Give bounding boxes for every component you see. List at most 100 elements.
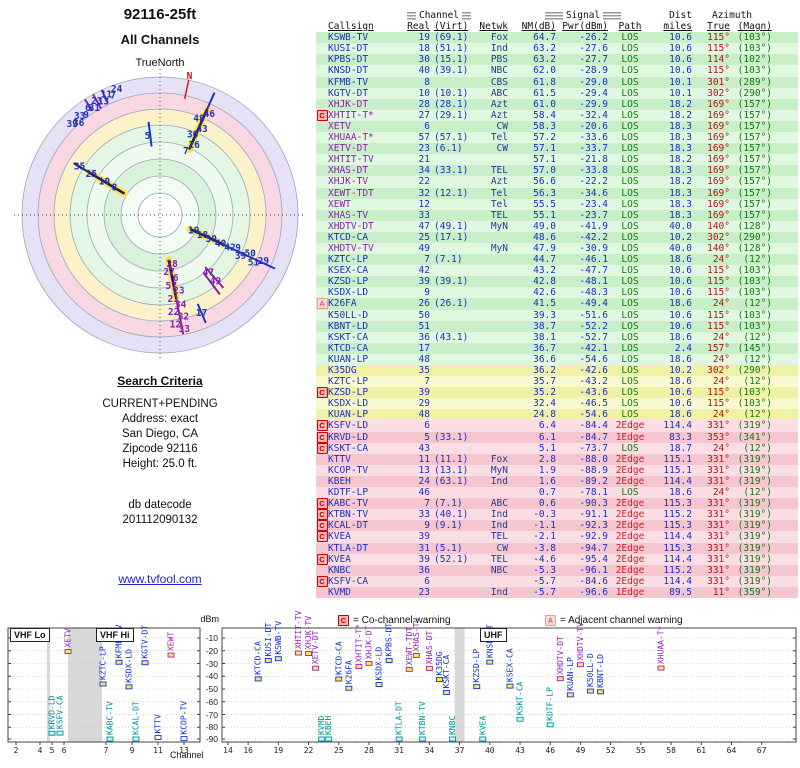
power: -21.8 — [579, 154, 608, 166]
radar-channel-label: 46 — [204, 109, 216, 120]
virtual-channel: (43.1) — [434, 331, 469, 343]
row-marker — [316, 254, 328, 265]
real-channel: 50 — [418, 309, 430, 321]
path: LOS — [621, 98, 639, 110]
distance: 114.4 — [663, 475, 692, 487]
radar-channel-label: 19 — [188, 226, 200, 237]
co-channel-marker: C — [316, 553, 328, 565]
path: LOS — [621, 342, 639, 354]
distance: 10.6 — [669, 387, 692, 399]
row-marker — [316, 154, 328, 165]
noise-margin: 6.1 — [538, 431, 556, 443]
network: Ind — [490, 586, 508, 598]
station-label: XHDTV-DT — [556, 636, 565, 675]
noise-margin: 63.2 — [533, 54, 556, 66]
callsign: KSKT-CA — [328, 331, 369, 343]
radar-channel-label: 30 — [206, 234, 218, 245]
co-channel-marker: C — [316, 431, 328, 443]
dbm-tick-label: -10 — [205, 633, 218, 643]
real-channel: 40 — [418, 65, 430, 77]
row-marker — [316, 565, 328, 576]
row-marker — [316, 77, 328, 88]
azimuth-magnetic: (103°) — [737, 43, 772, 55]
network: TEL — [490, 209, 508, 221]
callsign: KNSD-DT — [328, 65, 369, 77]
distance: 10.2 — [669, 365, 692, 376]
radar-channel-label: 23 — [91, 96, 103, 107]
virtual-channel — [430, 354, 474, 365]
callsign: KSWB-TV — [328, 32, 369, 44]
path: 2Edge — [615, 575, 645, 587]
azimuth-true: 331° — [707, 542, 730, 554]
network — [474, 154, 514, 165]
radar-channel-label: 11 — [101, 90, 113, 101]
network: Ind — [490, 43, 508, 55]
real-channel: 9 — [424, 287, 430, 299]
distance: 18.2 — [669, 176, 692, 188]
real-channel: 31 — [418, 542, 430, 554]
distance: 115.3 — [663, 520, 692, 532]
virtual-channel: (7.1) — [434, 498, 463, 510]
row-marker — [316, 543, 328, 554]
noise-margin: 61.8 — [533, 76, 556, 88]
tvfool-link[interactable]: www.tvfool.com — [118, 572, 202, 586]
radar-channel-label: 17 — [196, 308, 207, 319]
azimuth-magnetic: (103°) — [737, 287, 772, 299]
real-channel: 57 — [418, 132, 430, 144]
distance: 115.2 — [663, 564, 692, 576]
azimuth-true: 331° — [707, 575, 730, 587]
co-channel-marker: C — [316, 575, 328, 587]
noise-margin: 0.6 — [538, 498, 556, 510]
network — [474, 398, 514, 409]
noise-margin: 58.3 — [533, 120, 556, 132]
network — [474, 487, 514, 498]
co-channel-marker: C — [316, 442, 328, 454]
callsign: KVEA — [328, 531, 351, 543]
distance: 114.4 — [663, 420, 692, 432]
real-channel: 28 — [418, 98, 430, 110]
azimuth-true: 331° — [707, 464, 730, 476]
real-channel: 39 — [418, 276, 430, 288]
radar-channel-label: 9 — [83, 110, 89, 121]
azimuth-magnetic: (157°) — [737, 132, 772, 144]
power: -28.9 — [579, 65, 608, 77]
power: -92.3 — [579, 520, 608, 532]
callsign: KNBC — [328, 564, 351, 576]
azimuth-true: 169° — [707, 176, 730, 188]
channel-group-header: Channel — [404, 10, 474, 21]
network — [474, 321, 514, 332]
channel-tick-label: 49 — [576, 746, 586, 755]
radar-channel-label: 47 — [203, 268, 214, 279]
row-marker: C — [316, 442, 328, 454]
callsign: XHDTV-DT — [328, 220, 374, 232]
station-table: Channel Signal Dist Azimuth Callsign Rea… — [316, 10, 798, 598]
path: LOS — [621, 331, 639, 343]
distance: 18.3 — [669, 209, 692, 221]
header-decoration — [544, 11, 563, 20]
network: CW — [496, 120, 508, 132]
co-channel-marker: C — [316, 109, 328, 121]
path: LOS — [621, 409, 639, 421]
network: ABC — [490, 498, 508, 510]
radar-channel-label: 10 — [99, 177, 111, 188]
callsign: K26FA — [328, 298, 357, 310]
network — [474, 343, 514, 354]
network: MyN — [490, 220, 508, 232]
callsign: KCAL-DT — [328, 520, 369, 532]
station-label: XHDTV-TV — [576, 622, 585, 661]
radar-channel-label: 7 — [183, 146, 189, 157]
network: Azt — [490, 176, 508, 188]
distance: 115.1 — [663, 453, 692, 465]
station-label: XHTIT-T* — [354, 624, 363, 663]
azimuth-true: 24° — [712, 487, 730, 499]
radar-channel-label: 23 — [173, 286, 185, 297]
network: Tel — [490, 198, 508, 210]
azimuth-true: 331° — [707, 475, 730, 487]
azimuth-magnetic: (157°) — [737, 120, 772, 132]
path: LOS — [621, 87, 639, 99]
azimuth-magnetic: (103°) — [737, 387, 772, 399]
report-title: 92116-25ft — [123, 6, 197, 23]
